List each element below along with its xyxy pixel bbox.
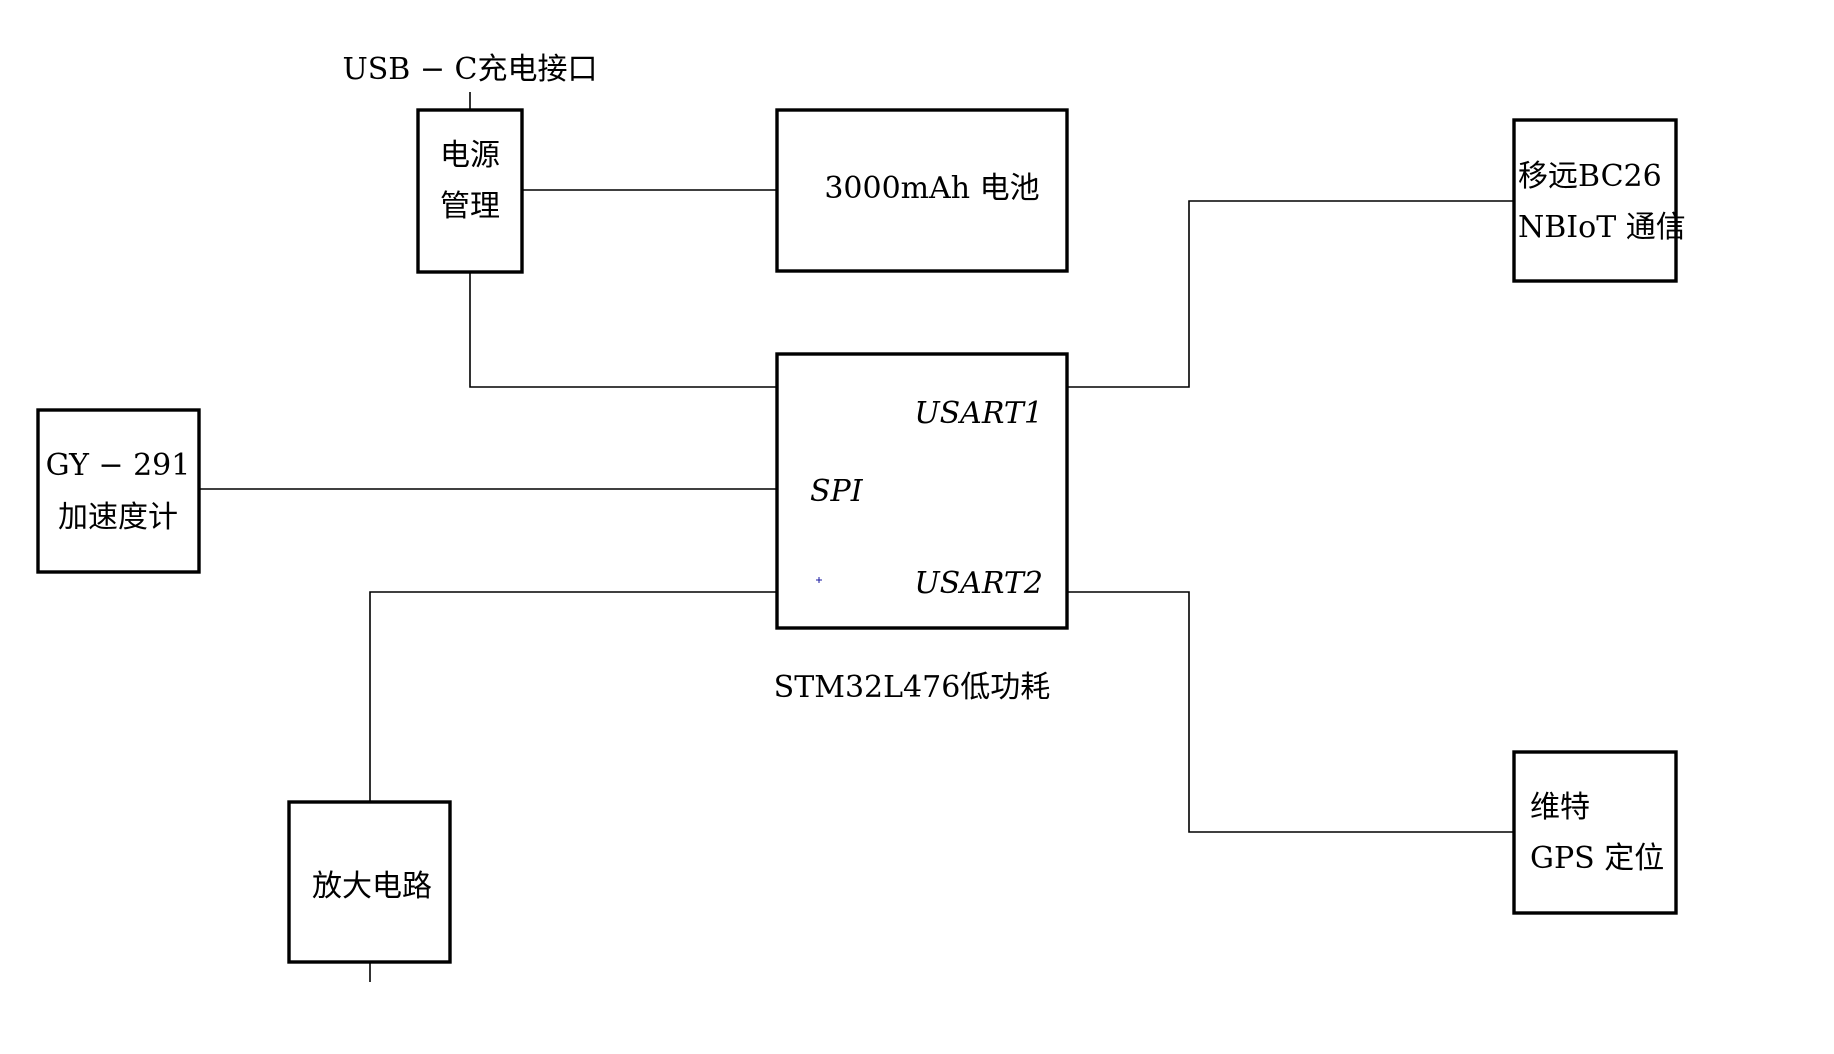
mcu-usart1-port-label: USART1	[914, 396, 1043, 431]
nbiot-module-box	[1512, 118, 1678, 283]
accelerometer-box	[36, 408, 201, 574]
gps-block: 维特 GPS 定位	[1512, 750, 1678, 915]
accelerometer-label-line1: GY − 291	[46, 448, 191, 483]
gps-box	[1512, 750, 1678, 915]
wire-power-to-mcu	[469, 272, 777, 388]
wire-mcu-to-amplifier	[369, 591, 777, 802]
power-management-block: 电源 管理	[416, 108, 524, 274]
mcu-usart2-port-label: USART2	[914, 566, 1043, 601]
amplifier-box	[287, 800, 452, 964]
battery-block: 3000mAh 电池	[775, 108, 1069, 273]
nbiot-module-block: 移远BC26 NBIoT 通信	[1512, 118, 1686, 283]
mcu-caption: STM32L476低功耗	[774, 670, 1051, 705]
wire-mcu-usart1-to-nbiot	[1067, 200, 1514, 388]
wire-mcu-usart2-to-gps	[1067, 591, 1514, 833]
amplifier-block: 放大电路	[287, 800, 452, 964]
mcu-block: USART1 SPI USART2	[775, 352, 1069, 630]
battery-label: 3000mAh 电池	[824, 171, 1039, 206]
battery-box	[775, 108, 1069, 273]
power-management-label-line1: 电源	[440, 138, 500, 173]
power-management-box	[416, 108, 524, 274]
mcu-spi-port-label: SPI	[810, 474, 864, 509]
accelerometer-block: GY − 291 加速度计	[36, 408, 201, 574]
nbiot-module-label-line2: NBIoT 通信	[1518, 210, 1686, 245]
amplifier-label: 放大电路	[312, 869, 432, 904]
connection-wires	[199, 92, 1514, 982]
gps-label-line2: GPS 定位	[1530, 841, 1664, 876]
mcu-box	[775, 352, 1069, 630]
power-management-label-line2: 管理	[440, 189, 500, 224]
accelerometer-label-line2: 加速度计	[58, 500, 178, 535]
usb-c-charging-port-label: USB − C充电接口	[342, 52, 597, 87]
gps-label-line1: 维特	[1530, 790, 1590, 825]
nbiot-module-label-line1: 移远BC26	[1518, 159, 1662, 194]
